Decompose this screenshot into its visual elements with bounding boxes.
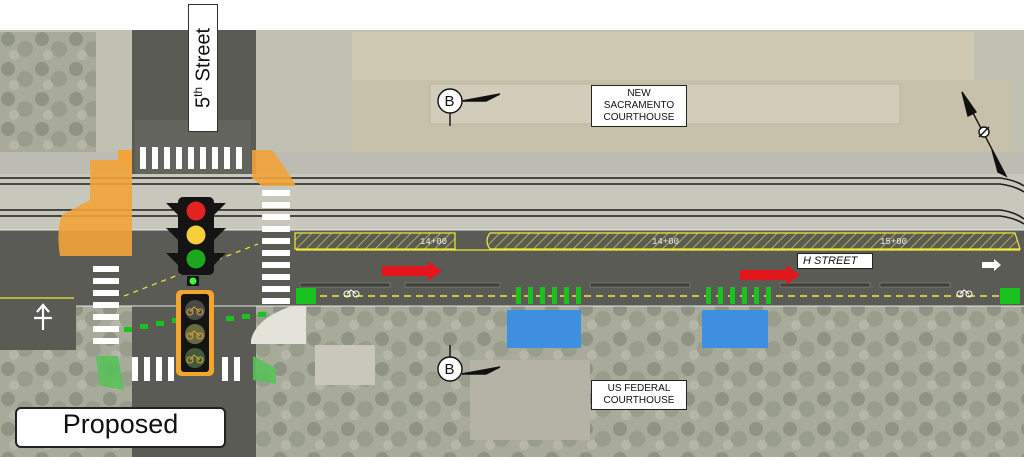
west-approach	[0, 280, 76, 350]
station-label: 15+00	[880, 237, 908, 247]
loading-zone-east	[702, 310, 768, 348]
fifth-street-number: 5	[192, 96, 215, 109]
fifth-street-label-text: 5th Street	[191, 4, 217, 132]
new-sacramento-courthouse-label: NEW SACRAMENTO COURTHOUSE	[591, 85, 687, 127]
landscape-sw	[96, 356, 124, 390]
bike-box-east	[1000, 288, 1020, 304]
us-federal-courthouse-label: US FEDERAL COURTHOUSE	[591, 380, 687, 410]
fifth-street-suffix: th	[191, 86, 205, 97]
fifth-street-label: 5th Street	[188, 4, 218, 132]
bicycle-symbol-icon	[343, 289, 973, 298]
white-arrow-icon	[982, 259, 1001, 271]
south-parking	[470, 360, 590, 440]
north-arrow-icon	[961, 91, 1008, 178]
crosswalk-north	[140, 147, 242, 169]
bike-signal-icon	[176, 290, 214, 376]
building-label-line: NEW	[627, 88, 651, 99]
building-label-line: COURTHOUSE	[603, 112, 675, 123]
sidewalk-corner-se	[251, 306, 306, 344]
lane-arrows-icon	[34, 303, 52, 330]
curb-extension-nw	[58, 160, 132, 256]
building-label-line: COURTHOUSE	[603, 395, 675, 406]
crosswalk-west	[93, 266, 119, 344]
landscape-se	[253, 356, 276, 384]
rail-corridor	[0, 174, 1024, 230]
building-label-line: US FEDERAL	[607, 383, 671, 394]
rail-tracks	[0, 177, 1024, 225]
curb-extension-ne	[252, 150, 296, 186]
h-street-label: H STREET	[797, 253, 873, 269]
curb-extension-ne-small	[118, 150, 132, 164]
crosswalk-south	[132, 357, 240, 381]
bike-conflict-markings	[516, 287, 771, 304]
section-marker-icon	[437, 88, 501, 382]
building-label-line: SACRAMENTO	[603, 100, 675, 111]
traffic-signal-icon	[166, 197, 226, 286]
fifth-street-word: Street	[192, 27, 215, 82]
hatch-buffer-west	[294, 232, 456, 250]
proposed-badge: Proposed	[15, 407, 226, 448]
parking-stalls	[299, 282, 951, 288]
station-label: 14+00	[420, 237, 448, 247]
direction-arrow-icon	[382, 261, 800, 285]
top-white-margin	[0, 0, 1024, 30]
loading-zone-west	[507, 310, 581, 348]
section-marker-label-south: B	[445, 361, 455, 378]
bike-box-west	[296, 288, 316, 304]
hatch-buffer-east	[486, 232, 1021, 250]
north-parking-lot	[352, 32, 974, 80]
station-label: 14+00	[652, 237, 680, 247]
crosswalk-east	[262, 190, 290, 304]
south-courthouse-plaza	[315, 345, 375, 385]
section-marker-label-north: B	[445, 93, 455, 110]
